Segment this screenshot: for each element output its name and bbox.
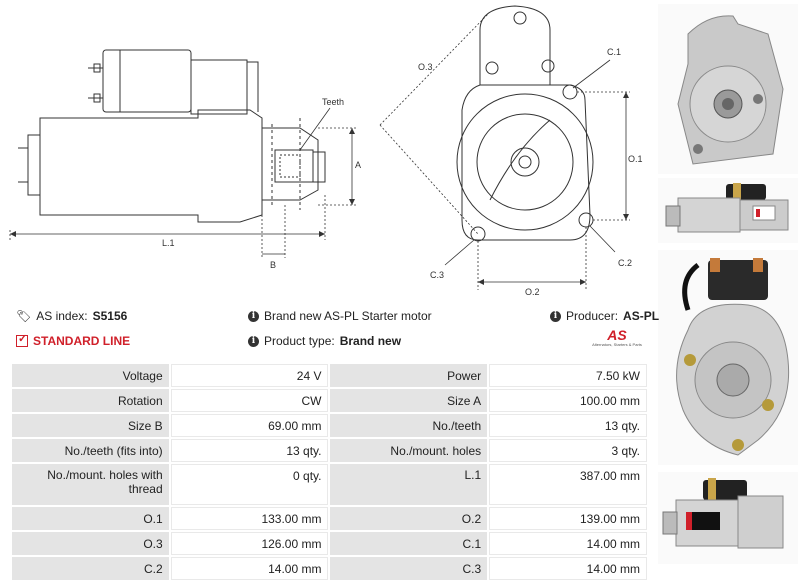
starter-front-view-photo[interactable] [658,4,798,174]
table-row: No./teeth (fits into)13 qty.No./mount. h… [12,439,647,462]
spec-key-cell: O.1 [12,507,169,530]
spec-value-cell: 14.00 mm [489,532,647,555]
logo-tagline: Alternators, Starters & Parts [592,342,642,347]
teeth-label: Teeth [322,97,344,107]
dim-o3-label: O.3 [418,62,433,72]
dim-c2-label: C.2 [618,258,632,268]
logo-mark: AS [607,327,627,343]
spec-value-cell: 13 qty. [170,439,329,462]
spec-value-cell: 139.00 mm [489,507,647,530]
starter-side-view-photo-2[interactable] [658,472,798,564]
spec-value-cell: 387.00 mm [489,464,647,505]
standard-line-row: ✓ STANDARD LINE [16,333,131,348]
starter-side-view-photo[interactable] [658,178,798,243]
product-type-value: Brand new [339,334,402,348]
description-text: Brand new AS-PL Starter motor [264,309,432,323]
spec-value-cell: CW [170,389,329,412]
spec-key-cell: Power [330,364,488,387]
dim-a-label: A [355,160,361,170]
spec-value-cell: 126.00 mm [170,532,329,555]
spec-key-cell: O.3 [12,532,169,555]
dim-c3-label: C.3 [430,270,444,280]
producer-label: Producer: [566,309,619,323]
product-type-label: Product type: [264,334,335,348]
spec-key-cell: O.2 [330,507,488,530]
info-icon: i [550,310,561,322]
as-index-row: 🏷︎ AS index: S5156 [16,309,127,323]
spec-value-cell: 7.50 kW [489,364,647,387]
spec-value-cell: 133.00 mm [170,507,329,530]
spec-key-cell: No./mount. holes with thread [12,464,169,505]
producer-value: AS-PL [623,309,660,323]
dim-c1-label: C.1 [607,47,621,57]
info-icon: i [248,335,259,347]
dim-b-label: B [270,260,276,270]
spec-value-cell: 69.00 mm [170,414,329,437]
description-row: i Brand new AS-PL Starter motor [248,309,432,323]
spec-value-cell: 13 qty. [489,414,647,437]
producer-row: i Producer: AS-PL [550,309,659,323]
spec-value-cell: 3 qty. [489,439,647,462]
spec-key-cell: No./mount. holes [330,439,488,462]
spec-key-cell: No./teeth [330,414,488,437]
checkbox-icon: ✓ [16,333,28,347]
spec-key-cell: No./teeth (fits into) [12,439,169,462]
spec-value-cell: 0 qty. [170,464,329,505]
spec-key-cell: Rotation [12,389,169,412]
tag-icon: 🏷︎ [16,309,32,323]
spec-key-cell: Size A [330,389,488,412]
dim-o2-label: O.2 [525,287,540,297]
spec-key-cell: Voltage [12,364,169,387]
as-index-value: S5156 [92,309,128,323]
spec-value-cell: 100.00 mm [489,389,647,412]
spec-key-cell: C.1 [330,532,488,555]
starter-rear-view-photo[interactable] [658,250,798,465]
info-icon: i [248,310,259,322]
standard-line-label: STANDARD LINE [33,334,131,348]
product-type-row: i Product type: Brand new [248,334,401,348]
as-pl-logo: AS Alternators, Starters & Parts [585,328,649,347]
spec-key-cell: L.1 [330,464,488,505]
dim-o1-label: O.1 [628,154,643,164]
side-view-drawing: Teeth A B L.1 [9,49,361,270]
dim-l1-label: L.1 [162,238,175,248]
spec-key-cell: Size B [12,414,169,437]
front-view-drawing: O.3 C.1 O.1 C.2 C.3 O.2 [379,5,643,297]
spec-value-cell: 24 V [170,364,329,387]
as-index-label: AS index: [36,309,88,323]
